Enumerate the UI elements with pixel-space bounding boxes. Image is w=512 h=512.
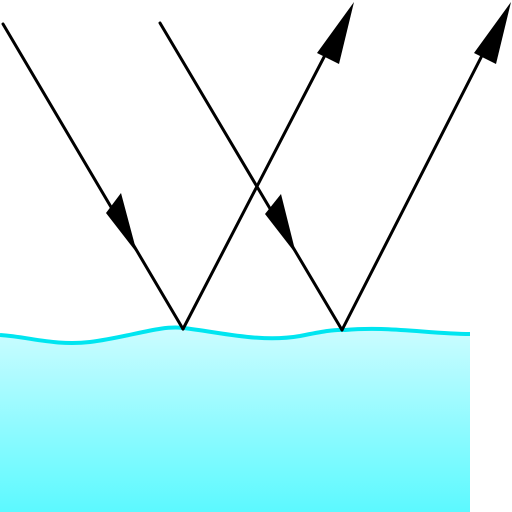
water-surface-line: [0, 325, 471, 345]
ray-2-reflected-line: [340, 30, 496, 332]
water-body: [0, 327, 470, 512]
ray-2-incident-arrowhead: [265, 194, 296, 254]
ray-1-reflected-arrowhead: [317, 2, 354, 64]
ray-1-incident-arrowhead: [106, 193, 137, 253]
ray-2-incident-line: [158, 21, 344, 332]
ray-2: [158, 2, 511, 332]
ray-1-incident-line: [1, 22, 185, 331]
ray-1-reflected-line: [181, 30, 339, 331]
ray-1: [1, 2, 354, 331]
ray-2-reflected-arrowhead: [474, 2, 511, 64]
